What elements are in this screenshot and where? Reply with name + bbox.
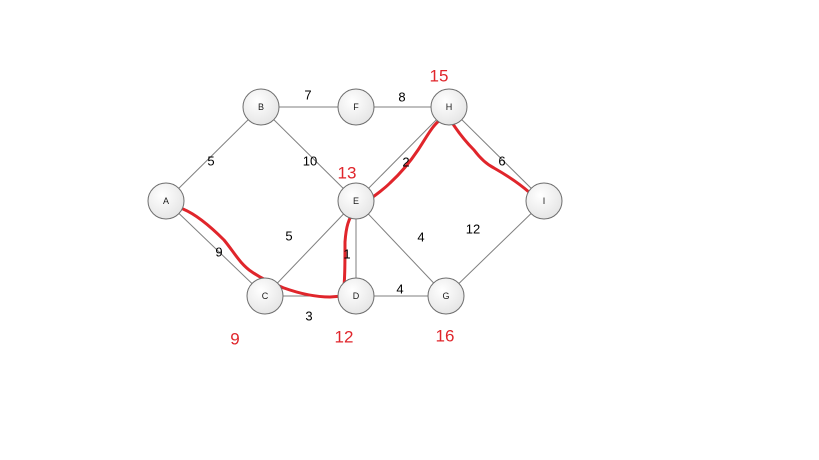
node-label: H [446,102,453,112]
edge-weight-c-e: 5 [285,229,292,244]
distance-label-h: 15 [430,67,449,86]
edge-weight-b-f: 7 [304,88,311,103]
edge-weight-d-g: 4 [396,282,403,297]
node-f: F [337,88,375,126]
highlighted-path-layer [181,116,543,299]
edge-a-b [165,106,262,202]
edge-weight-e-g: 4 [417,230,424,245]
node-label: I [543,196,546,206]
node-label: A [163,196,169,206]
node-circle [337,277,375,315]
node-circle [337,182,375,220]
edge-b-e [260,106,357,202]
node-c: C [246,277,284,315]
node-circle [337,88,375,126]
edge-h-i [448,106,545,202]
node-g: G [427,277,465,315]
node-label: D [353,291,360,301]
node-circle [246,277,284,315]
edge-e-g [355,200,447,297]
node-e: E [337,182,375,220]
node-circle [525,182,563,220]
node-label: E [353,196,359,206]
node-circle [242,88,280,126]
edge-weight-c-d: 3 [305,309,312,324]
edge-e-h [355,106,450,202]
node-label: G [442,291,449,301]
node-circle [430,88,468,126]
node-circle [427,277,465,315]
node-b: B [242,88,280,126]
edge-c-e [264,200,357,297]
edge-weight-a-c: 9 [215,245,222,260]
distance-label-c: 9 [230,330,239,349]
edge-weight-e-d: 1 [343,247,350,262]
edge-weight-e-h: 2 [402,155,409,170]
edge-weight-f-h: 8 [398,90,405,105]
nodes-layer: A B C D E F G H I [147,88,563,315]
node-circle [147,182,185,220]
edge-weight-b-e: 10 [303,154,317,169]
distance-label-d: 12 [335,328,354,347]
node-i: I [525,182,563,220]
distance-label-e: 13 [338,164,357,183]
edge-weight-g-i: 12 [466,222,480,237]
edge-a-c [165,200,266,297]
edge-g-i [445,200,545,297]
node-label: C [262,291,269,301]
node-d: D [337,277,375,315]
node-label: B [258,102,264,112]
node-label: F [353,102,359,112]
distance-label-g: 16 [436,327,455,346]
node-a: A [147,182,185,220]
shortest-path-highlight [181,116,543,299]
node-h: H [430,88,468,126]
edge-weight-h-i: 6 [498,154,505,169]
edge-weight-a-b: 5 [207,154,214,169]
